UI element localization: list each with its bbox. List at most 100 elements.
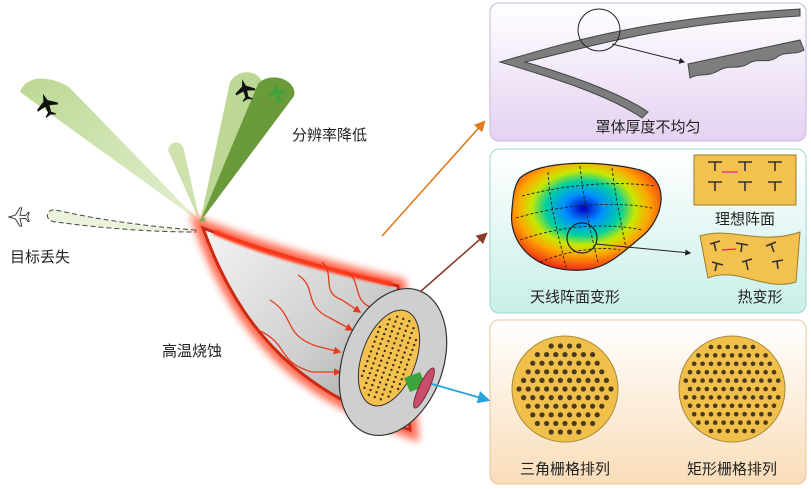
array-element	[373, 357, 377, 360]
array-element	[691, 378, 697, 383]
array-element	[404, 368, 407, 371]
array-element	[691, 361, 697, 367]
array-element	[742, 378, 747, 383]
array-element	[571, 351, 577, 358]
array-element	[371, 345, 374, 348]
array-element	[725, 411, 731, 417]
array-element	[553, 403, 559, 409]
array-element	[733, 344, 739, 350]
array-element	[384, 366, 387, 369]
array-element	[717, 395, 722, 400]
array-element	[567, 343, 573, 349]
array-element	[400, 378, 403, 381]
array-element	[544, 369, 550, 375]
ideal-array-label: 理想阵面	[715, 210, 775, 228]
array-element	[525, 369, 531, 375]
beams	[20, 72, 295, 233]
array-element	[733, 411, 739, 417]
rectangular-grid-elements	[683, 344, 781, 434]
array-element	[390, 330, 394, 333]
array-element	[700, 395, 705, 400]
array-element	[391, 347, 394, 350]
array-element	[396, 315, 399, 318]
array-element	[548, 429, 554, 435]
array-element	[553, 351, 559, 358]
array-element	[704, 420, 710, 425]
array-element	[759, 395, 764, 400]
array-element	[775, 378, 781, 383]
array-element	[372, 379, 376, 382]
array-element	[725, 344, 731, 350]
triangular-grid-elements	[516, 343, 614, 435]
array-element	[372, 362, 375, 365]
array-element	[717, 411, 722, 417]
beam-left	[20, 78, 200, 223]
array-element	[580, 403, 587, 409]
array-element	[759, 361, 764, 367]
array-element	[571, 386, 577, 392]
array-element	[378, 364, 381, 367]
array-element	[392, 380, 396, 384]
array-element	[364, 364, 367, 368]
array-element	[767, 411, 773, 417]
array-element	[580, 386, 587, 392]
array-element	[746, 420, 752, 425]
array-element	[708, 344, 714, 350]
array-element	[750, 411, 756, 417]
array-element	[390, 385, 394, 389]
array-element	[369, 388, 372, 392]
array-element	[379, 398, 382, 401]
array-element	[700, 378, 705, 383]
array-element	[567, 395, 573, 401]
array-element	[708, 395, 714, 400]
array-element	[576, 395, 582, 401]
array-element	[539, 395, 545, 401]
array-element	[742, 428, 747, 434]
array-element	[721, 353, 726, 358]
array-element	[725, 378, 731, 383]
array-element	[683, 395, 689, 400]
array-element	[534, 403, 541, 409]
array-element	[585, 360, 591, 366]
array-element	[738, 420, 743, 425]
array-element	[771, 386, 777, 392]
array-element	[580, 369, 587, 375]
array-element	[368, 371, 372, 375]
radome-section	[498, 8, 801, 119]
array-element	[370, 367, 373, 370]
array-element	[388, 335, 392, 338]
array-element	[599, 386, 605, 392]
array-element	[576, 412, 582, 418]
array-element	[708, 361, 714, 367]
array-element	[401, 356, 405, 359]
array-element	[721, 420, 726, 425]
array-element	[608, 386, 614, 392]
array-element	[403, 351, 406, 354]
array-element	[393, 342, 396, 345]
array-element	[534, 386, 541, 392]
array-element	[380, 359, 383, 362]
array-element	[557, 395, 564, 401]
array-element	[384, 383, 388, 386]
array-element	[590, 369, 596, 375]
array-element	[377, 347, 380, 350]
array-element	[360, 374, 364, 378]
array-element	[742, 395, 747, 400]
array-element	[412, 343, 416, 347]
array-element	[750, 395, 756, 400]
array-element	[383, 388, 386, 391]
antenna-elements	[360, 315, 418, 401]
array-element	[717, 428, 722, 434]
array-element	[585, 377, 591, 383]
array-element	[571, 420, 577, 427]
array-element	[374, 374, 378, 377]
array-element	[405, 363, 409, 366]
array-element	[548, 377, 554, 383]
array-element	[712, 386, 718, 392]
array-element	[771, 369, 777, 375]
array-element	[599, 369, 605, 375]
array-element	[530, 360, 536, 366]
array-element	[691, 411, 697, 417]
